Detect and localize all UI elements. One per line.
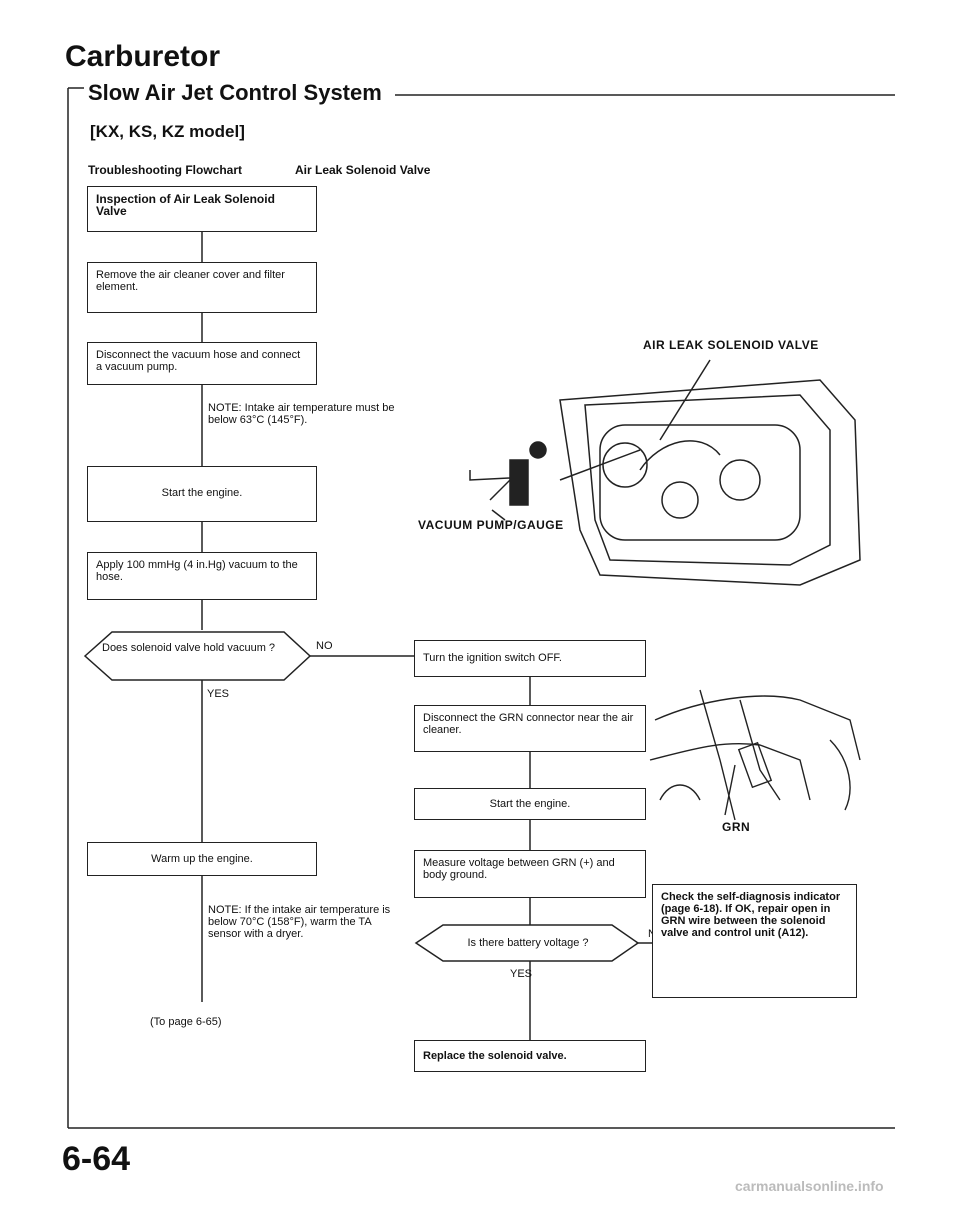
- footer-watermark: carmanualsonline.info: [735, 1178, 884, 1194]
- flowchart-label: Troubleshooting Flowchart: [88, 163, 242, 177]
- remove-cover-step: Remove the air cleaner cover and filter …: [87, 262, 317, 313]
- battery-voltage-question: Is there battery voltage ?: [467, 937, 589, 949]
- start-engine-step: Start the engine.: [87, 466, 317, 522]
- page-title: Carburetor: [65, 40, 221, 73]
- apply-vacuum-step: Apply 100 mmHg (4 in.Hg) vacuum to the h…: [87, 552, 317, 600]
- model-label: [KX, KS, KZ model]: [90, 122, 245, 141]
- pump-label: VACUUM PUMP/GAUGE: [418, 518, 564, 532]
- temperature-note: NOTE: Intake air temperature must be bel…: [208, 402, 395, 426]
- ignition-off-step: Turn the ignition switch OFF.: [414, 640, 646, 677]
- warm-up-step: Warm up the engine.: [87, 842, 317, 876]
- self-diagnosis-box: Check the self-diagnosis indicator (page…: [652, 884, 857, 998]
- disconnect-grn-step: Disconnect the GRN connector near the ai…: [414, 705, 646, 752]
- to-page-label: (To page 6-65): [150, 1016, 222, 1028]
- engine-illustration: [469, 359, 861, 586]
- yes-label-2: YES: [510, 968, 533, 980]
- grn-label: GRN: [722, 820, 751, 834]
- disconnect-hose-step: Disconnect the vacuum hose and connect a…: [87, 342, 317, 385]
- yes-label-1: YES: [207, 688, 230, 700]
- inspection-box: Inspection of Air Leak Solenoid Valve: [87, 186, 317, 232]
- valve-label: AIR LEAK SOLENOID VALVE: [643, 338, 819, 352]
- component-label: Air Leak Solenoid Valve: [295, 163, 431, 177]
- measure-voltage-step: Measure voltage between GRN (+) and body…: [414, 850, 646, 898]
- ta-sensor-note: NOTE: If the intake air temperature is b…: [208, 904, 391, 940]
- replace-valve-step: Replace the solenoid valve.: [414, 1040, 646, 1072]
- no-label-1: NO: [316, 640, 333, 652]
- hold-vacuum-question: Does solenoid valve hold vacuum ?: [102, 642, 276, 654]
- connector-illustration: [649, 689, 861, 821]
- section-title: Slow Air Jet Control System: [88, 80, 382, 105]
- start-engine-step-2: Start the engine.: [414, 788, 646, 820]
- page-number: 6-64: [62, 1140, 131, 1178]
